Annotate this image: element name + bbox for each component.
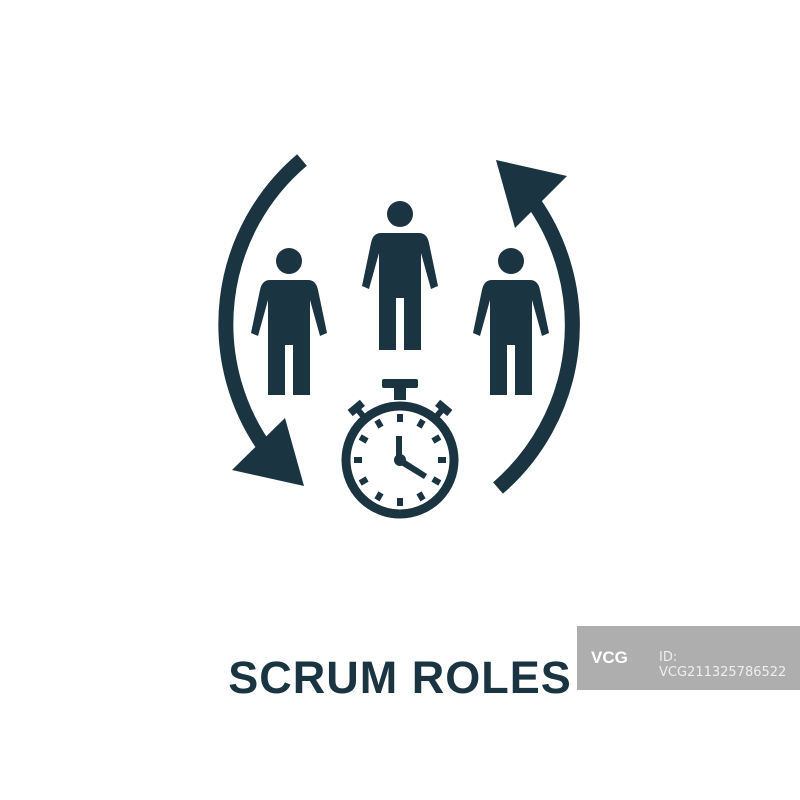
watermark: VCG ID: VCG211325786522 xyxy=(577,626,800,690)
person-right-icon xyxy=(473,248,549,395)
cycle-arrow-right-icon xyxy=(493,160,580,494)
clock-tick xyxy=(438,457,446,463)
clock-tick xyxy=(397,498,403,506)
clock-tick xyxy=(431,476,442,486)
clock-tick xyxy=(358,476,369,486)
page-title: SCRUM ROLES xyxy=(228,652,572,703)
clock-tick xyxy=(431,434,442,444)
clock-tick xyxy=(374,491,384,502)
clock-tick xyxy=(416,491,426,502)
cycle-arrow-left-icon xyxy=(218,154,307,486)
clock-tick xyxy=(354,457,362,463)
clock-tick xyxy=(358,434,369,444)
person-center-icon xyxy=(362,201,438,350)
watermark-logo: VCG xyxy=(591,648,628,667)
stopwatch-icon xyxy=(341,379,459,519)
clock-tick xyxy=(416,418,426,429)
watermark-id: ID: VCG211325786522 xyxy=(659,650,787,680)
clock-tick xyxy=(374,418,384,429)
person-left-icon xyxy=(251,248,327,395)
clock-tick xyxy=(397,414,403,422)
